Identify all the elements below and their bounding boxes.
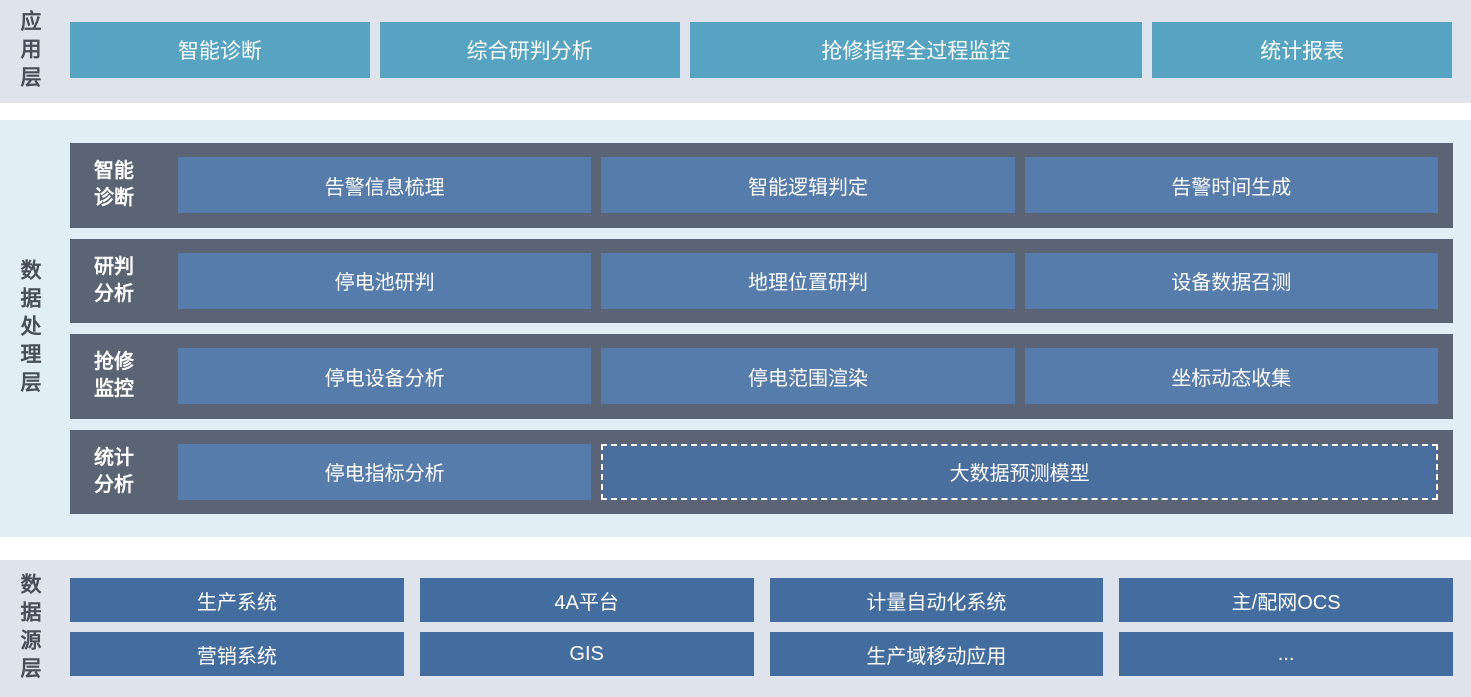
app-button-intelligent-diagnosis: 智能诊断 [70,22,370,78]
proc-row-buttons: 告警信息梳理 智能逻辑判定 告警时间生成 [178,157,1438,214]
proc-button-outage-range-rendering: 停电范围渲染 [601,348,1015,405]
proc-row-repair-monitoring: 抢修 监控 停电设备分析 停电范围渲染 坐标动态收集 [70,334,1453,419]
data-processing-layer-section: 数据处理层 智能 诊断 告警信息梳理 智能逻辑判定 告警时间生成 研判 分析 停… [0,120,1471,537]
proc-row-statistical-analysis: 统计 分析 停电指标分析 大数据预测模型 [70,429,1453,514]
src-button-ellipsis: ... [1119,632,1453,676]
application-layer-section: 应用层 智能诊断 综合研判分析 抢修指挥全过程监控 统计报表 [0,0,1471,103]
app-button-repair-command-monitoring: 抢修指挥全过程监控 [689,22,1143,78]
proc-button-geographic-location-analysis: 地理位置研判 [601,252,1015,309]
src-button-4a-platform: 4A平台 [419,578,754,622]
proc-button-coordinate-dynamic-collection: 坐标动态收集 [1024,348,1438,405]
src-button-gis: GIS [419,632,754,676]
proc-row-analysis-judgment: 研判 分析 停电池研判 地理位置研判 设备数据召测 [70,238,1453,323]
data-source-layer-label: 数据源层 [18,572,41,685]
proc-button-outage-equipment-analysis: 停电设备分析 [178,348,592,405]
proc-button-outage-battery-analysis: 停电池研判 [178,252,592,309]
data-source-layer-section: 数据源层 生产系统 4A平台 计量自动化系统 主/配网OCS 营销系统 GIS … [0,560,1471,697]
proc-row-label: 统计 分析 [94,446,134,496]
proc-button-alarm-time-generation: 告警时间生成 [1024,157,1438,214]
data-processing-rows: 智能 诊断 告警信息梳理 智能逻辑判定 告警时间生成 研判 分析 停电池研判 地… [70,143,1453,514]
proc-row-label: 抢修 监控 [94,351,134,401]
proc-row-intelligent-diagnosis: 智能 诊断 告警信息梳理 智能逻辑判定 告警时间生成 [70,143,1453,228]
proc-button-intelligent-logic-judgment: 智能逻辑判定 [601,157,1015,214]
app-button-statistical-reports: 统计报表 [1152,22,1452,78]
application-layer-buttons: 智能诊断 综合研判分析 抢修指挥全过程监控 统计报表 [70,22,1452,78]
data-processing-layer-label: 数据处理层 [18,258,41,399]
src-button-marketing-system: 营销系统 [70,632,404,676]
proc-button-outage-indicator-analysis: 停电指标分析 [178,443,592,500]
data-source-buttons: 生产系统 4A平台 计量自动化系统 主/配网OCS 营销系统 GIS 生产域移动… [70,578,1453,676]
application-layer-label: 应用层 [18,9,41,94]
src-button-production-mobile-app: 生产域移动应用 [769,632,1104,676]
proc-button-bigdata-prediction-model: 大数据预测模型 [601,443,1438,500]
proc-row-label: 智能 诊断 [94,160,134,210]
proc-row-buttons: 停电池研判 地理位置研判 设备数据召测 [178,252,1438,309]
src-button-production-system: 生产系统 [70,578,404,622]
proc-row-buttons: 停电指标分析 大数据预测模型 [178,443,1438,500]
proc-row-label: 研判 分析 [94,255,134,305]
src-button-metering-automation-system: 计量自动化系统 [769,578,1104,622]
proc-button-device-data-call-test: 设备数据召测 [1024,252,1438,309]
proc-button-alarm-info-sorting: 告警信息梳理 [178,157,592,214]
proc-row-buttons: 停电设备分析 停电范围渲染 坐标动态收集 [178,348,1438,405]
app-button-comprehensive-analysis: 综合研判分析 [379,22,680,78]
src-button-main-distribution-ocs: 主/配网OCS [1119,578,1453,622]
